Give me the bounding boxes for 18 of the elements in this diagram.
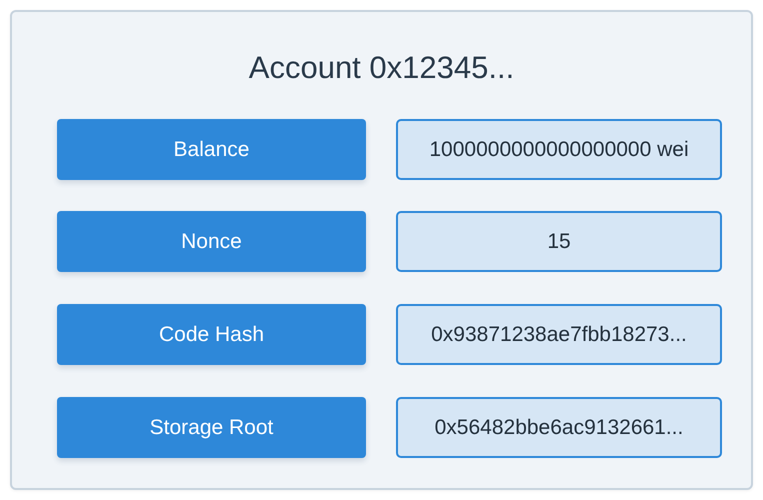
field-name-box (57, 211, 366, 272)
panel-title: Account 0x12345... (248, 49, 516, 87)
field-name-box (57, 119, 366, 180)
field-name-box (57, 397, 366, 458)
field-name: Nonce (181, 230, 242, 254)
field-value: 15 (547, 230, 571, 254)
field-value-box (396, 397, 722, 458)
field-value-box (396, 119, 722, 180)
field-value: 0x56482bbe6ac9132661... (434, 416, 684, 440)
account-panel (10, 10, 753, 490)
field-value-box (396, 211, 722, 272)
field-name-box (57, 304, 366, 365)
field-value-box (396, 304, 722, 365)
field-name: Code Hash (158, 322, 264, 346)
field-name: Storage Root (150, 416, 274, 440)
field-name: Balance (174, 138, 250, 162)
field-value: 1000000000000000000 wei (429, 138, 689, 162)
field-value: 0x93871238ae7fbb18273... (431, 322, 687, 346)
